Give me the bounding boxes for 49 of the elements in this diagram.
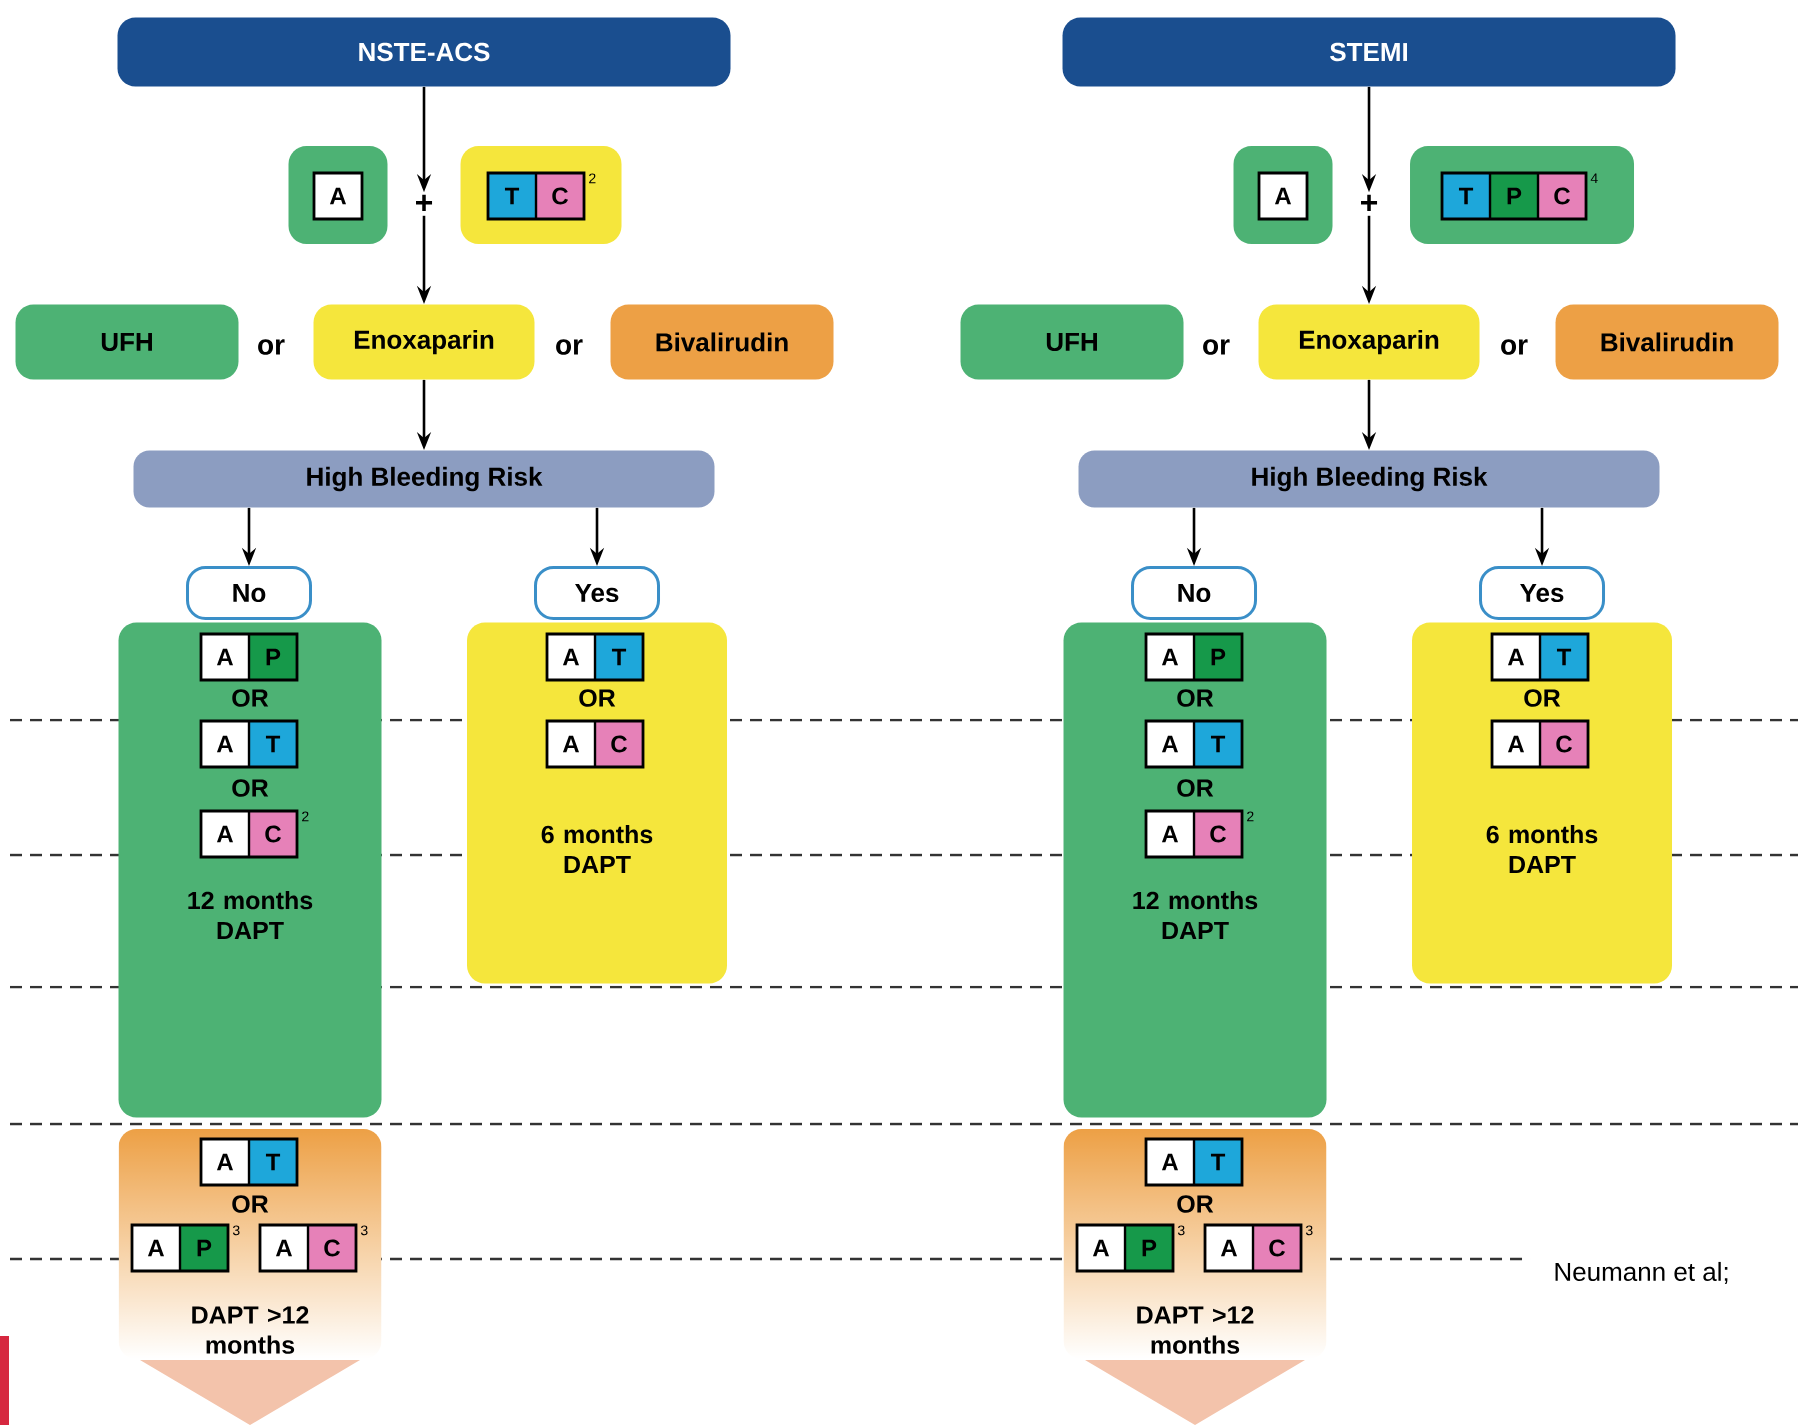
or-label: or: [556, 339, 583, 355]
plus-sign: +: [416, 194, 433, 211]
footnote-mark: 3: [1305, 1225, 1313, 1236]
drug-box: UFH: [960, 304, 1184, 380]
drug-tile: A T: [1144, 1137, 1244, 1187]
drug-tile: A C: [1490, 719, 1590, 769]
drug-tile: A C 2: [199, 809, 309, 859]
answer-pill: No: [1131, 566, 1257, 620]
citation-text: Neumann et al;: [1555, 1261, 1728, 1285]
drug-tile: A T: [545, 632, 645, 682]
drug-tile: A T: [1144, 719, 1244, 769]
drug-tile: A: [1257, 171, 1309, 221]
answer-pill: Yes: [534, 566, 660, 620]
drug-tile: A C 2: [1144, 809, 1254, 859]
drug-tile: A C 3: [1203, 1223, 1313, 1273]
footnote-mark: 4: [1590, 173, 1598, 184]
drug-tile: A T: [1490, 632, 1590, 682]
drug-tile: A T: [199, 719, 299, 769]
answer-pill: No: [186, 566, 312, 620]
drug-tile: A P 3: [1075, 1223, 1185, 1273]
header-bar: STEMI: [1062, 17, 1676, 87]
plus-sign: +: [1361, 194, 1378, 211]
drug-tile: A C: [545, 719, 645, 769]
or-label: or: [1501, 339, 1528, 355]
footnote-mark: 2: [302, 811, 309, 822]
drug-tile: A T: [199, 1137, 299, 1187]
header-bar: NSTE-ACS: [117, 17, 731, 87]
drug-box: UFH: [15, 304, 239, 380]
footnote-mark: 3: [232, 1225, 240, 1236]
drug-tile: A P: [199, 632, 299, 682]
drug-tile: T C 2: [486, 171, 596, 221]
decision-bar: High Bleeding Risk: [1078, 450, 1660, 508]
drug-box: Enoxaparin: [1258, 304, 1480, 380]
drug-tile: A P 3: [130, 1223, 240, 1273]
drug-box: Bivalirudin: [610, 304, 834, 380]
or-label: or: [258, 339, 285, 355]
drug-tile: A C 3: [258, 1223, 368, 1273]
drug-tile: A: [312, 171, 364, 221]
or-label: or: [1203, 339, 1230, 355]
decision-bar: High Bleeding Risk: [133, 450, 715, 508]
drug-tile: A P: [1144, 632, 1244, 682]
drug-box: Enoxaparin: [313, 304, 535, 380]
drug-box: Bivalirudin: [1555, 304, 1779, 380]
drug-tile: T P C 4: [1440, 171, 1598, 221]
answer-pill: Yes: [1479, 566, 1605, 620]
footnote-mark: 2: [1247, 811, 1254, 822]
footnote-mark: 2: [589, 173, 596, 184]
footnote-mark: 3: [360, 1225, 368, 1236]
footnote-mark: 3: [1177, 1225, 1185, 1236]
